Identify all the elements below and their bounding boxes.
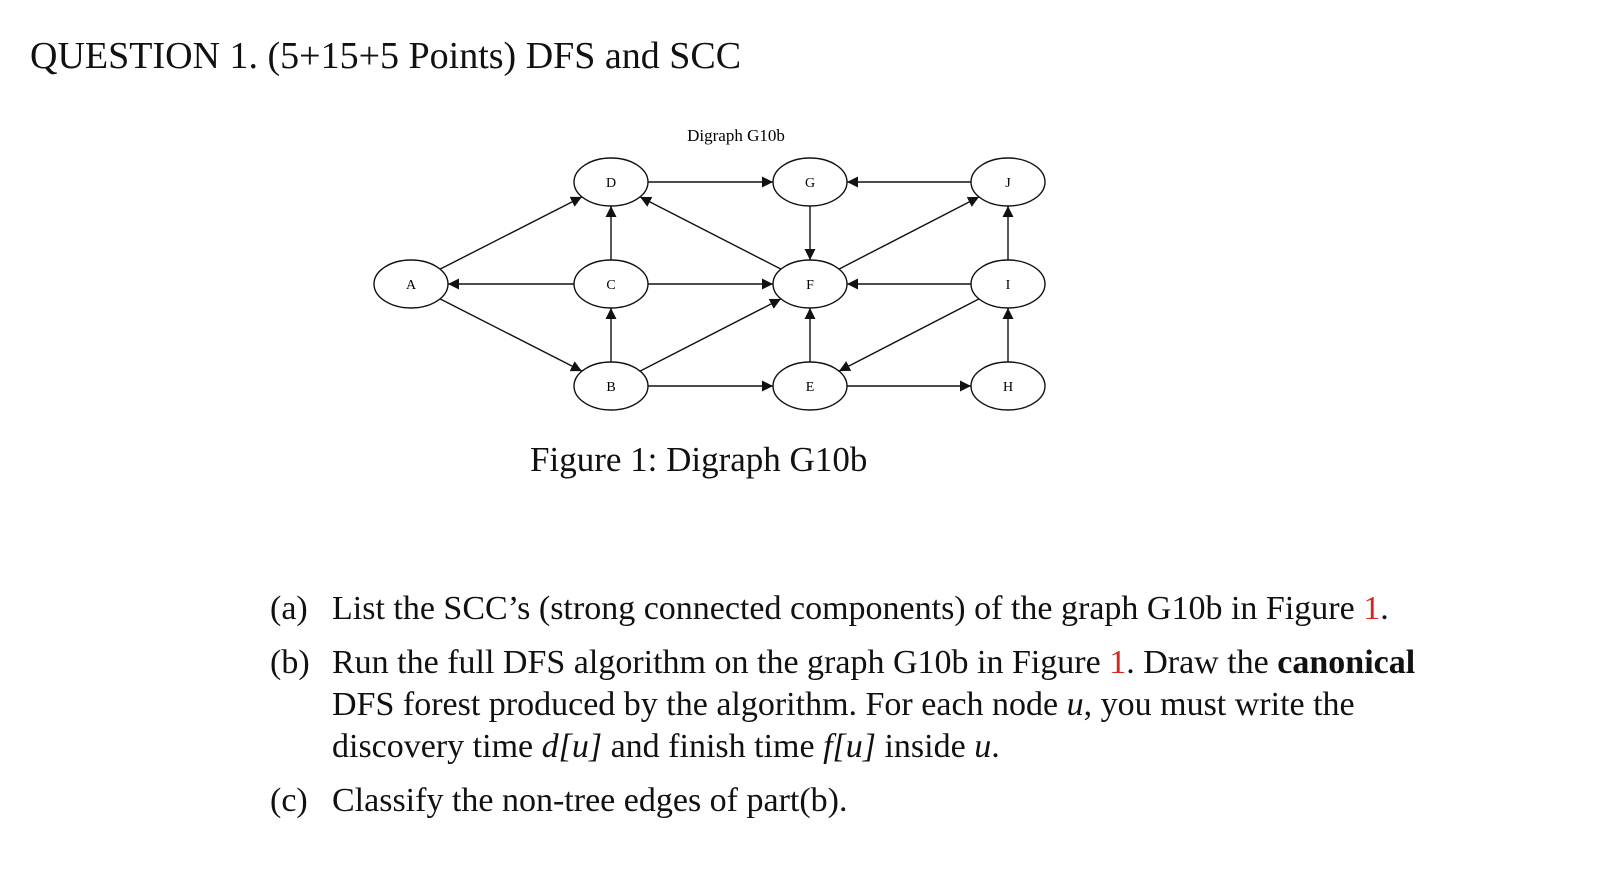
part-a-text: List the SCC’s (strong connected compone… [332,590,1364,627]
math-var: u [974,728,992,765]
math-var: u [1066,686,1084,723]
node-i: I [970,259,1046,309]
node-label: G [805,176,815,191]
edge-f-d [639,196,782,270]
graph-title: Digraph G10b [687,126,785,145]
node-label: J [1005,176,1011,191]
math-finish: f[u] [823,728,876,765]
node-b: B [573,361,649,411]
node-label: B [606,380,615,395]
math-discovery: d[u] [541,728,603,765]
part-c-text: Classify the non-tree edges of part(b). [332,782,848,819]
edge-b-f [639,298,782,372]
node-f: F [772,259,848,309]
figure-caption: Figure 1: Digraph G10b [530,440,868,479]
figure-ref-link[interactable]: 1 [1109,644,1127,681]
question-title: QUESTION 1. (5+15+5 Points) DFS and SCC [30,35,742,77]
part-c: (c) Classify the non-tree edges of part(… [270,780,1440,822]
node-d: D [573,157,649,207]
node-c: C [573,259,649,309]
node-label: E [806,380,815,395]
graph-nodes: A B C D E F G H I J [373,157,1046,411]
node-label: C [606,278,615,293]
node-label: F [806,278,814,293]
figure-ref-link[interactable]: 1 [1363,590,1381,627]
node-a: A [373,259,449,309]
node-h: H [970,361,1046,411]
part-a: (a) List the SCC’s (strong connected com… [270,588,1440,630]
edge-a-b [439,298,583,372]
edge-i-e [838,298,980,372]
node-label: I [1006,278,1011,293]
digraph-figure: Digraph G10b A B C D E F G H I J [373,126,1046,411]
node-label: H [1003,380,1013,395]
graph-edges [439,176,1014,392]
node-g: G [772,157,848,207]
node-j: J [970,157,1046,207]
bold-term: canonical [1277,644,1416,681]
part-b: (b) Run the full DFS algorithm on the gr… [270,644,1416,765]
part-c-label: (c) [270,782,308,819]
node-label: A [406,278,417,293]
part-a-label: (a) [270,590,308,627]
node-label: D [606,176,616,191]
edge-f-j [838,196,980,270]
part-b-text: Run the full DFS algorithm on the graph … [332,644,1110,681]
edge-a-d [439,196,583,270]
question-parts: (a) List the SCC’s (strong connected com… [270,588,1440,834]
node-e: E [772,361,848,411]
part-b-label: (b) [270,644,310,681]
